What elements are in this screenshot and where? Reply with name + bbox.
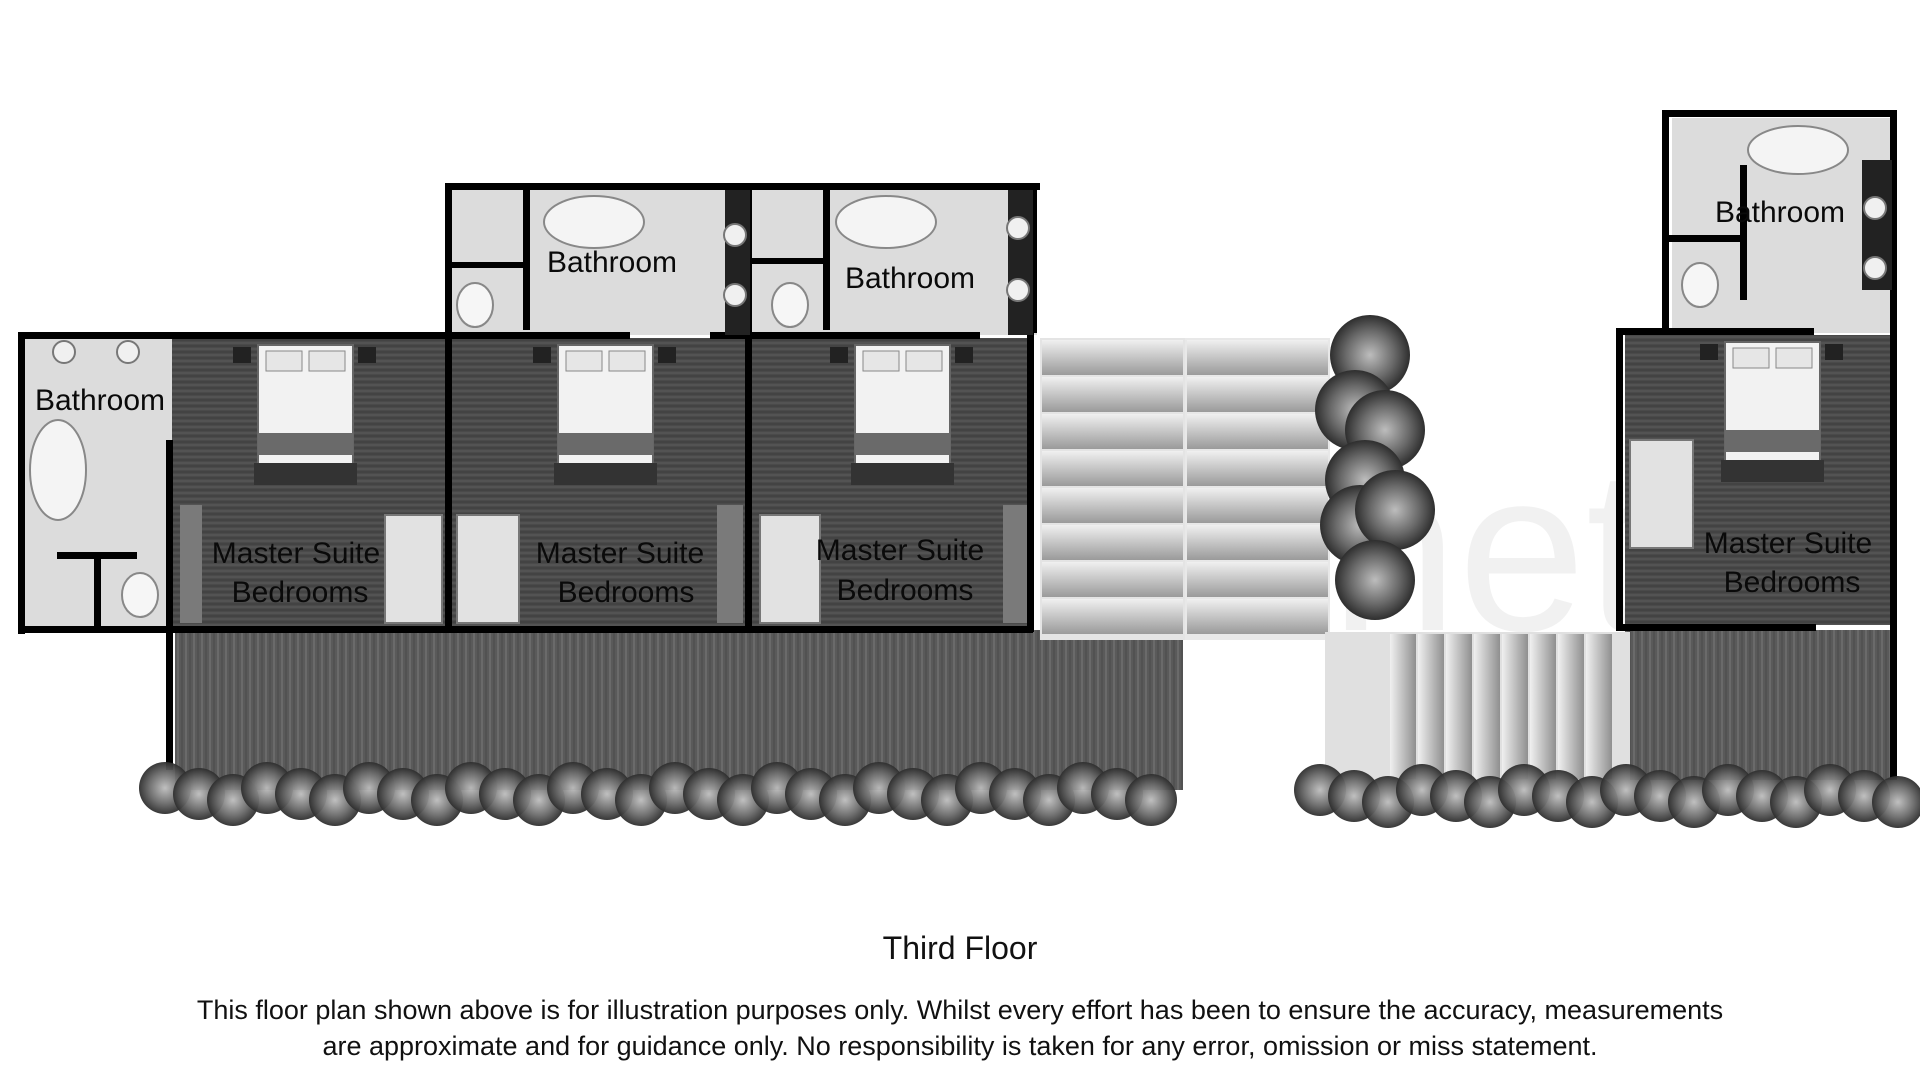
toilet-icon xyxy=(121,262,1719,618)
walls xyxy=(18,110,1897,780)
bathroom-label-top1: Bathroom xyxy=(547,246,677,279)
wood-panel xyxy=(180,505,1027,623)
stair-treads-a xyxy=(1042,340,1183,634)
floor-caption: Third Floor xyxy=(882,930,1038,966)
bedroom-label-3-line2: Bedrooms xyxy=(837,574,974,607)
wardrobe-icon xyxy=(384,439,1694,624)
deck-right xyxy=(1625,630,1890,780)
bedroom-label-4-line2: Bedrooms xyxy=(1724,566,1861,599)
bedroom-label-4-line1: Master Suite xyxy=(1704,527,1872,560)
bedroom-label-2-line1: Master Suite xyxy=(536,537,704,570)
bathtub-icon xyxy=(29,125,1849,521)
bedroom-label-2-line2: Bedrooms xyxy=(558,576,695,609)
bed-icon xyxy=(830,344,973,485)
sink-icon xyxy=(52,196,1887,364)
bedroom-label-1-line1: Master Suite xyxy=(212,537,380,570)
bedroom-label-1-line2: Bedrooms xyxy=(232,576,369,609)
stair-treads-b xyxy=(1187,340,1328,634)
bathroom-label-right: Bathroom xyxy=(1715,196,1845,229)
bed-icon xyxy=(233,344,376,485)
disclaimer: This floor plan shown above is for illus… xyxy=(160,992,1760,1064)
bed-icon xyxy=(1700,341,1843,482)
disclaimer-line-2: are approximate and for guidance only. N… xyxy=(322,1031,1598,1061)
bathroom-label-left: Bathroom xyxy=(35,384,165,417)
bed-icons xyxy=(233,341,1843,485)
shrub-border xyxy=(139,315,1920,828)
disclaimer-line-1: This floor plan shown above is for illus… xyxy=(196,995,1724,1025)
bed-icon xyxy=(533,344,676,485)
stair-treads-c xyxy=(1390,634,1612,779)
bedroom-label-3-line1: Master Suite xyxy=(816,534,984,567)
bathroom-label-top2: Bathroom xyxy=(845,262,975,295)
